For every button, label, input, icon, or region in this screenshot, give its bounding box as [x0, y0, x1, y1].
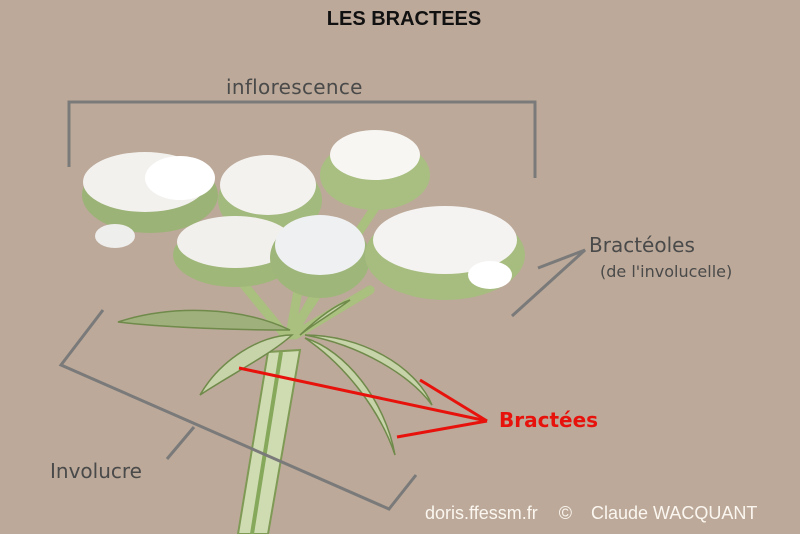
umbellet	[82, 152, 218, 248]
umbellets	[82, 130, 525, 300]
label-bracteoles: Bractéoles	[589, 233, 695, 257]
umbellet	[320, 130, 430, 210]
photo-credit: doris.ffessm.fr © Claude WACQUANT	[425, 503, 757, 524]
label-involucre: Involucre	[50, 459, 142, 483]
involucre-bracts	[117, 299, 433, 456]
umbellet	[173, 216, 297, 287]
stem	[236, 348, 302, 534]
label-bracteoles-subtitle: (de l'involucelle)	[600, 262, 733, 281]
bractees-pointer	[238, 366, 488, 439]
copyright-icon: ©	[558, 503, 572, 523]
umbellet	[365, 206, 525, 300]
inflorescence-bracket	[67, 100, 537, 178]
label-inflorescence: inflorescence	[226, 75, 363, 99]
involucre-bracket	[58, 309, 418, 511]
credit-author: Claude WACQUANT	[591, 503, 758, 523]
credit-site: doris.ffessm.fr	[425, 503, 538, 523]
page-title: LES BRACTEES	[326, 8, 482, 30]
bracteoles-pointer	[510, 248, 587, 318]
label-bractees: Bractées	[499, 408, 599, 432]
umbellet	[270, 215, 370, 298]
